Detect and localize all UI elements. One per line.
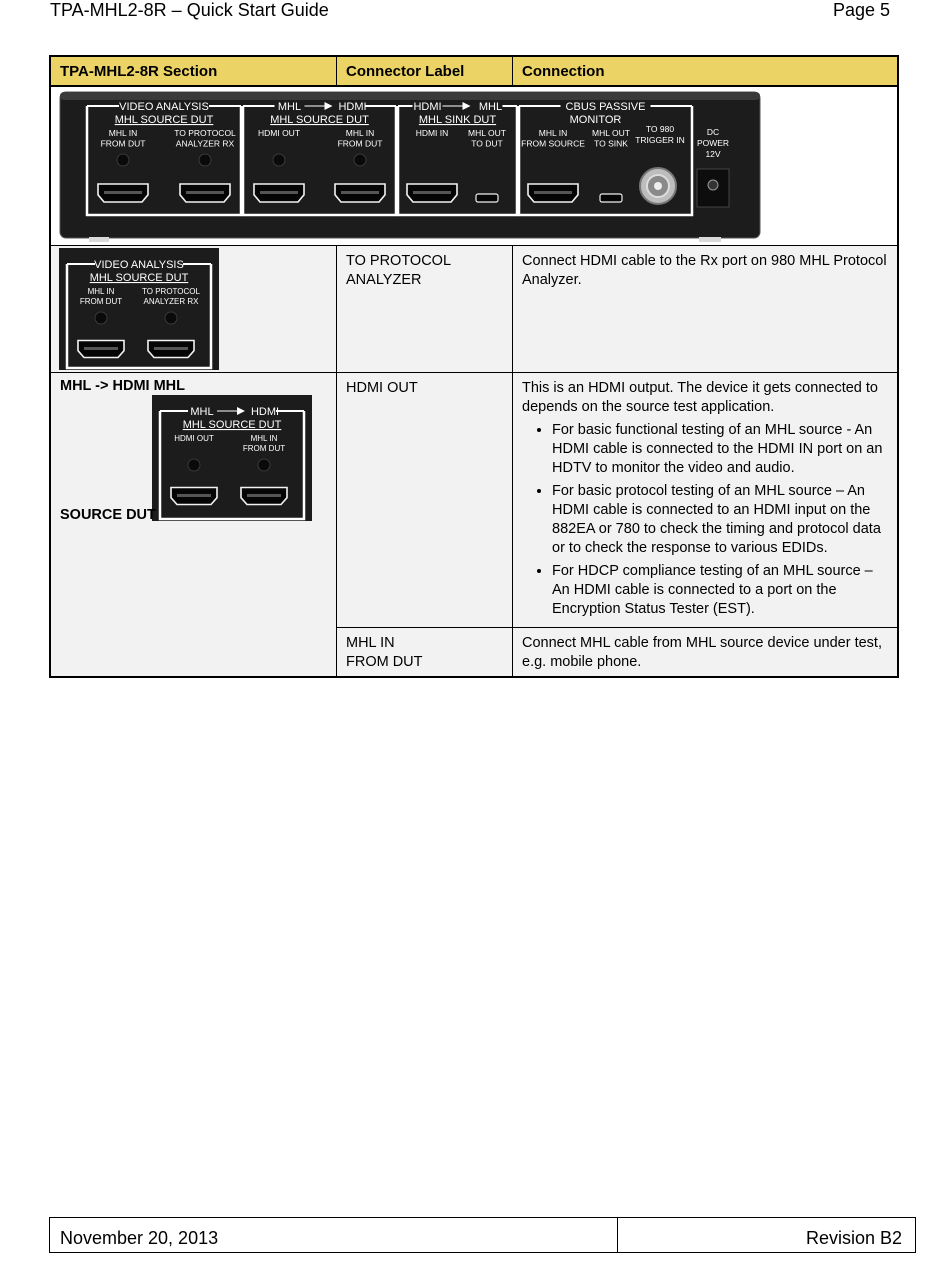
page-footer: November 20, 2013 Revision B2 xyxy=(49,1217,916,1253)
list-item: For basic functional testing of an MHL s… xyxy=(552,421,888,478)
footer-revision: Revision B2 xyxy=(805,1228,902,1248)
table-header-row: TPA-MHL2-8R Section Connector Label Conn… xyxy=(49,55,899,87)
micro-usb-port xyxy=(599,193,623,203)
connector-label-line: ANALYZER xyxy=(346,272,422,288)
section-image-title: MHL xyxy=(190,406,213,418)
connection-intro: This is an HDMI output. The device it ge… xyxy=(522,380,878,415)
indicator-led xyxy=(187,458,201,472)
page-number: Page 5 xyxy=(832,0,890,20)
panel-group-title: MHL xyxy=(479,101,502,113)
panel-group-title: CBUS PASSIVE xyxy=(566,101,646,113)
indicator-led xyxy=(257,458,271,472)
section-label-line-2: SOURCE DUT xyxy=(60,507,156,523)
connector-label-line: TO PROTOCOL xyxy=(346,253,452,269)
panel-port-label: ANALYZER RX xyxy=(176,139,235,149)
connection-bullet-list: For basic functional testing of an MHL s… xyxy=(522,421,888,619)
list-item: For basic protocol testing of an MHL sou… xyxy=(552,482,888,558)
indicator-led xyxy=(164,311,178,325)
hdmi-port xyxy=(77,339,125,359)
indicator-led xyxy=(94,311,108,325)
panel-group-title: VIDEO ANALYSIS xyxy=(119,101,209,113)
document-title: TPA-MHL2-8R – Quick Start Guide xyxy=(50,0,329,20)
power-label-3: 12V xyxy=(705,149,720,159)
hdmi-port xyxy=(179,183,231,203)
section-label-line-1: MHL -> HDMI MHL xyxy=(60,378,185,394)
panel-port-label: MHL IN xyxy=(539,128,568,138)
hdmi-port xyxy=(147,339,195,359)
hdmi-port xyxy=(253,183,305,203)
section-image-port-label: MHL IN xyxy=(251,434,278,443)
connection-cell: Connect HDMI cable to the Rx port on 980… xyxy=(512,245,899,373)
panel-port-label: TO DUT xyxy=(471,139,502,149)
panel-port-label: MHL OUT xyxy=(468,128,506,138)
panel-port-label: TO SINK xyxy=(594,139,628,149)
panel-group-subtitle: MHL SOURCE DUT xyxy=(270,114,369,126)
power-label-1: DC xyxy=(707,127,719,137)
indicator-led xyxy=(272,153,286,167)
panel-group-title: HDMI xyxy=(338,101,366,113)
column-header-connector: Connector Label xyxy=(336,55,513,87)
section-image-port-label: HDMI OUT xyxy=(174,434,214,443)
section-image-title: VIDEO ANALYSIS xyxy=(94,259,184,271)
list-item: For HDCP compliance testing of an MHL so… xyxy=(552,562,888,619)
connector-label-line: FROM DUT xyxy=(346,654,423,670)
panel-port-label: MHL OUT xyxy=(592,128,630,138)
panel-group-subtitle: MHL SINK DUT xyxy=(419,114,496,126)
column-header-section: TPA-MHL2-8R Section xyxy=(49,55,337,87)
connector-label-line: MHL IN xyxy=(346,635,395,651)
section-image-title: HDMI xyxy=(251,406,279,418)
hdmi-port xyxy=(406,183,458,203)
trigger-label-1: TO 980 xyxy=(646,124,674,134)
hdmi-port xyxy=(170,486,218,506)
section-image-subtitle: MHL SOURCE DUT xyxy=(183,419,282,431)
panel-port-label: FROM DUT xyxy=(101,139,146,149)
connection-cell: Connect MHL cable from MHL source device… xyxy=(512,627,899,678)
section-image-port-label: FROM DUT xyxy=(80,297,122,306)
section-image-subtitle: MHL SOURCE DUT xyxy=(90,272,189,284)
hdmi-port xyxy=(334,183,386,203)
panel-group-title: HDMI xyxy=(413,101,441,113)
section-image-port-label: TO PROTOCOL xyxy=(142,287,200,296)
trigger-label-2: TRIGGER IN xyxy=(635,135,685,145)
table-row: MHL IN FROM DUT Connect MHL cable from M… xyxy=(50,627,899,678)
panel-port-label: TO PROTOCOL xyxy=(174,128,236,138)
section-image-port-label: FROM DUT xyxy=(243,444,285,453)
panel-port-label: HDMI OUT xyxy=(258,128,300,138)
connector-label-cell: MHL IN FROM DUT xyxy=(336,627,513,678)
panel-group-title: MHL xyxy=(278,101,301,113)
micro-usb-port xyxy=(475,193,499,203)
panel-port-label: FROM SOURCE xyxy=(521,139,585,149)
footer-date: November 20, 2013 xyxy=(50,1218,618,1252)
connector-label-cell: TO PROTOCOL ANALYZER xyxy=(336,245,513,373)
panel-port-label: MHL IN xyxy=(346,128,375,138)
connector-table: TPA-MHL2-8R Section Connector Label Conn… xyxy=(49,55,899,678)
panel-port-label: FROM DUT xyxy=(338,139,383,149)
hdmi-port xyxy=(240,486,288,506)
connection-cell: This is an HDMI output. The device it ge… xyxy=(512,372,899,628)
column-header-connection: Connection xyxy=(512,55,899,87)
indicator-led xyxy=(353,153,367,167)
section-image-port-label: ANALYZER RX xyxy=(144,297,200,306)
connector-label-cell: HDMI OUT xyxy=(336,372,513,628)
hdmi-port xyxy=(97,183,149,203)
indicator-led xyxy=(198,153,212,167)
hdmi-port xyxy=(527,183,579,203)
power-label-2: POWER xyxy=(697,138,729,148)
panel-group-subtitle: MHL SOURCE DUT xyxy=(115,114,214,126)
panel-port-label: HDMI IN xyxy=(416,128,449,138)
section-image-port-label: MHL IN xyxy=(88,287,115,296)
indicator-led xyxy=(116,153,130,167)
panel-group-subtitle: MONITOR xyxy=(570,114,622,126)
panel-port-label: MHL IN xyxy=(109,128,138,138)
